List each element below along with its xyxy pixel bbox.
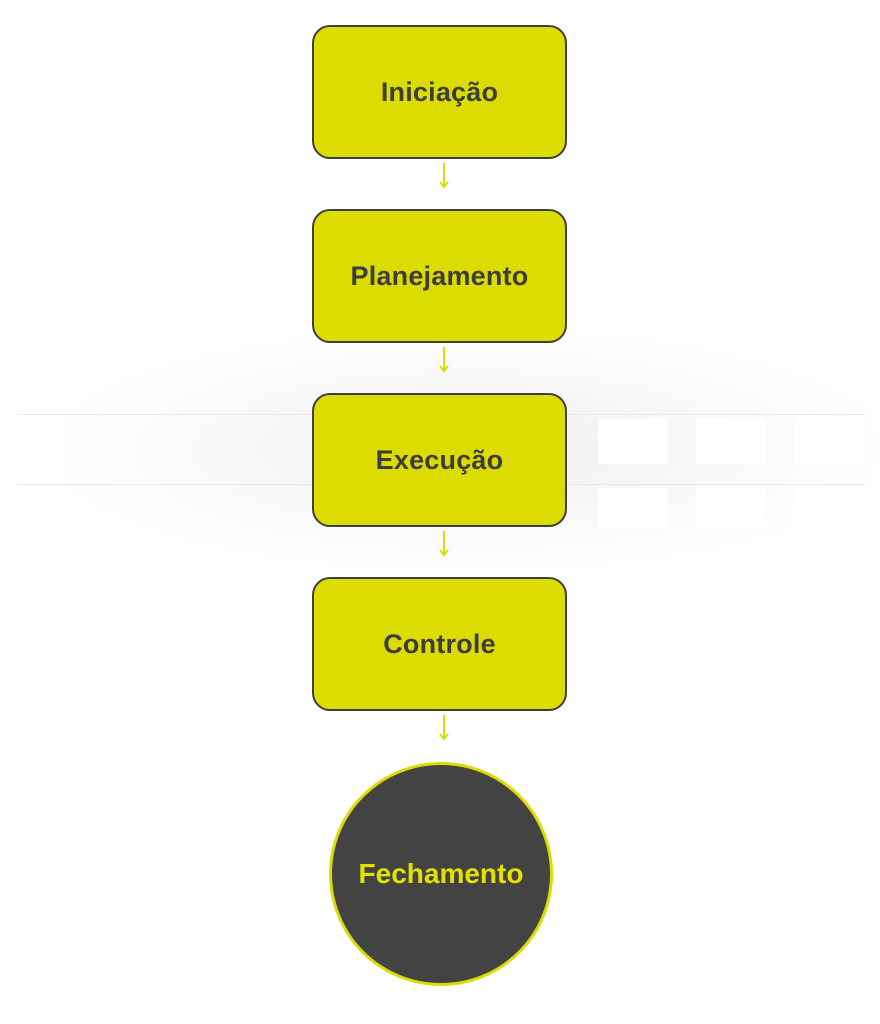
watermark-block (794, 418, 864, 464)
step-label: Planejamento (350, 260, 529, 291)
watermark-block (696, 418, 766, 464)
watermark-block (696, 488, 766, 528)
step-iniciacao: Iniciação (312, 25, 567, 159)
final-step-fechamento: Fechamento (329, 762, 553, 986)
watermark-block (794, 488, 864, 528)
step-planejamento: Planejamento (312, 209, 567, 343)
arrow-down-icon (438, 531, 450, 557)
step-execucao: Execução (312, 393, 567, 527)
arrow-down-icon (438, 163, 450, 189)
step-label: Controle (383, 628, 496, 659)
watermark-block (598, 418, 668, 464)
arrow-down-icon (438, 347, 450, 373)
arrow-down-icon (438, 715, 450, 741)
step-label: Execução (375, 444, 504, 475)
final-step-label: Fechamento (358, 858, 524, 889)
watermark-block (598, 488, 668, 528)
step-controle: Controle (312, 577, 567, 711)
step-label: Iniciação (380, 76, 499, 107)
